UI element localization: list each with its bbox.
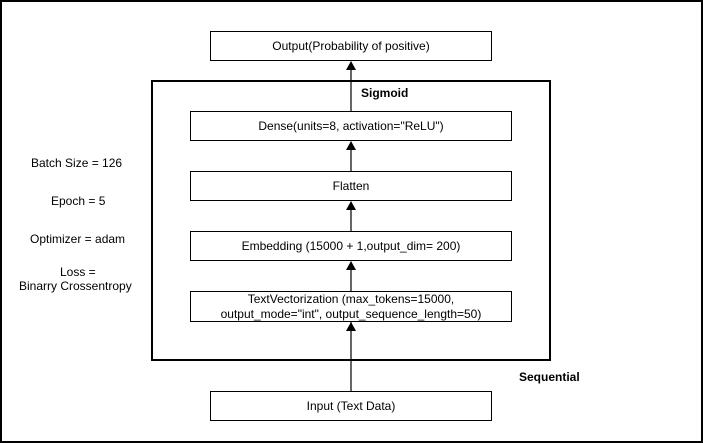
arrowhead-textvectorization [346, 322, 356, 331]
arrowhead-output [346, 61, 356, 70]
batch-size-text: Batch Size = 126 [31, 156, 123, 170]
output-node: Output(Probability of positive) [210, 31, 492, 61]
flatten-layer-node: Flatten [190, 171, 512, 201]
epoch-text: Epoch = 5 [51, 194, 106, 208]
sequential-label: Sequential [519, 370, 580, 384]
arrowhead-flatten [346, 201, 356, 210]
arrowhead-dense [346, 141, 356, 150]
optimizer-text: Optimizer = adam [30, 232, 126, 246]
dense-layer-node: Dense(units=8, activation="ReLU") [190, 111, 512, 141]
arrowhead-embedding [346, 261, 356, 270]
embedding-layer-node: Embedding (15000 + 1,output_dim= 200) [190, 231, 512, 261]
input-node: Input (Text Data) [210, 391, 492, 421]
loss-label-text: Loss = [60, 265, 96, 279]
textvectorization-layer-node: TextVectorization (max_tokens=15000, out… [190, 291, 512, 322]
loss-value-text: Binarry Crossentropy [19, 279, 132, 293]
sigmoid-label: Sigmoid [361, 86, 409, 100]
